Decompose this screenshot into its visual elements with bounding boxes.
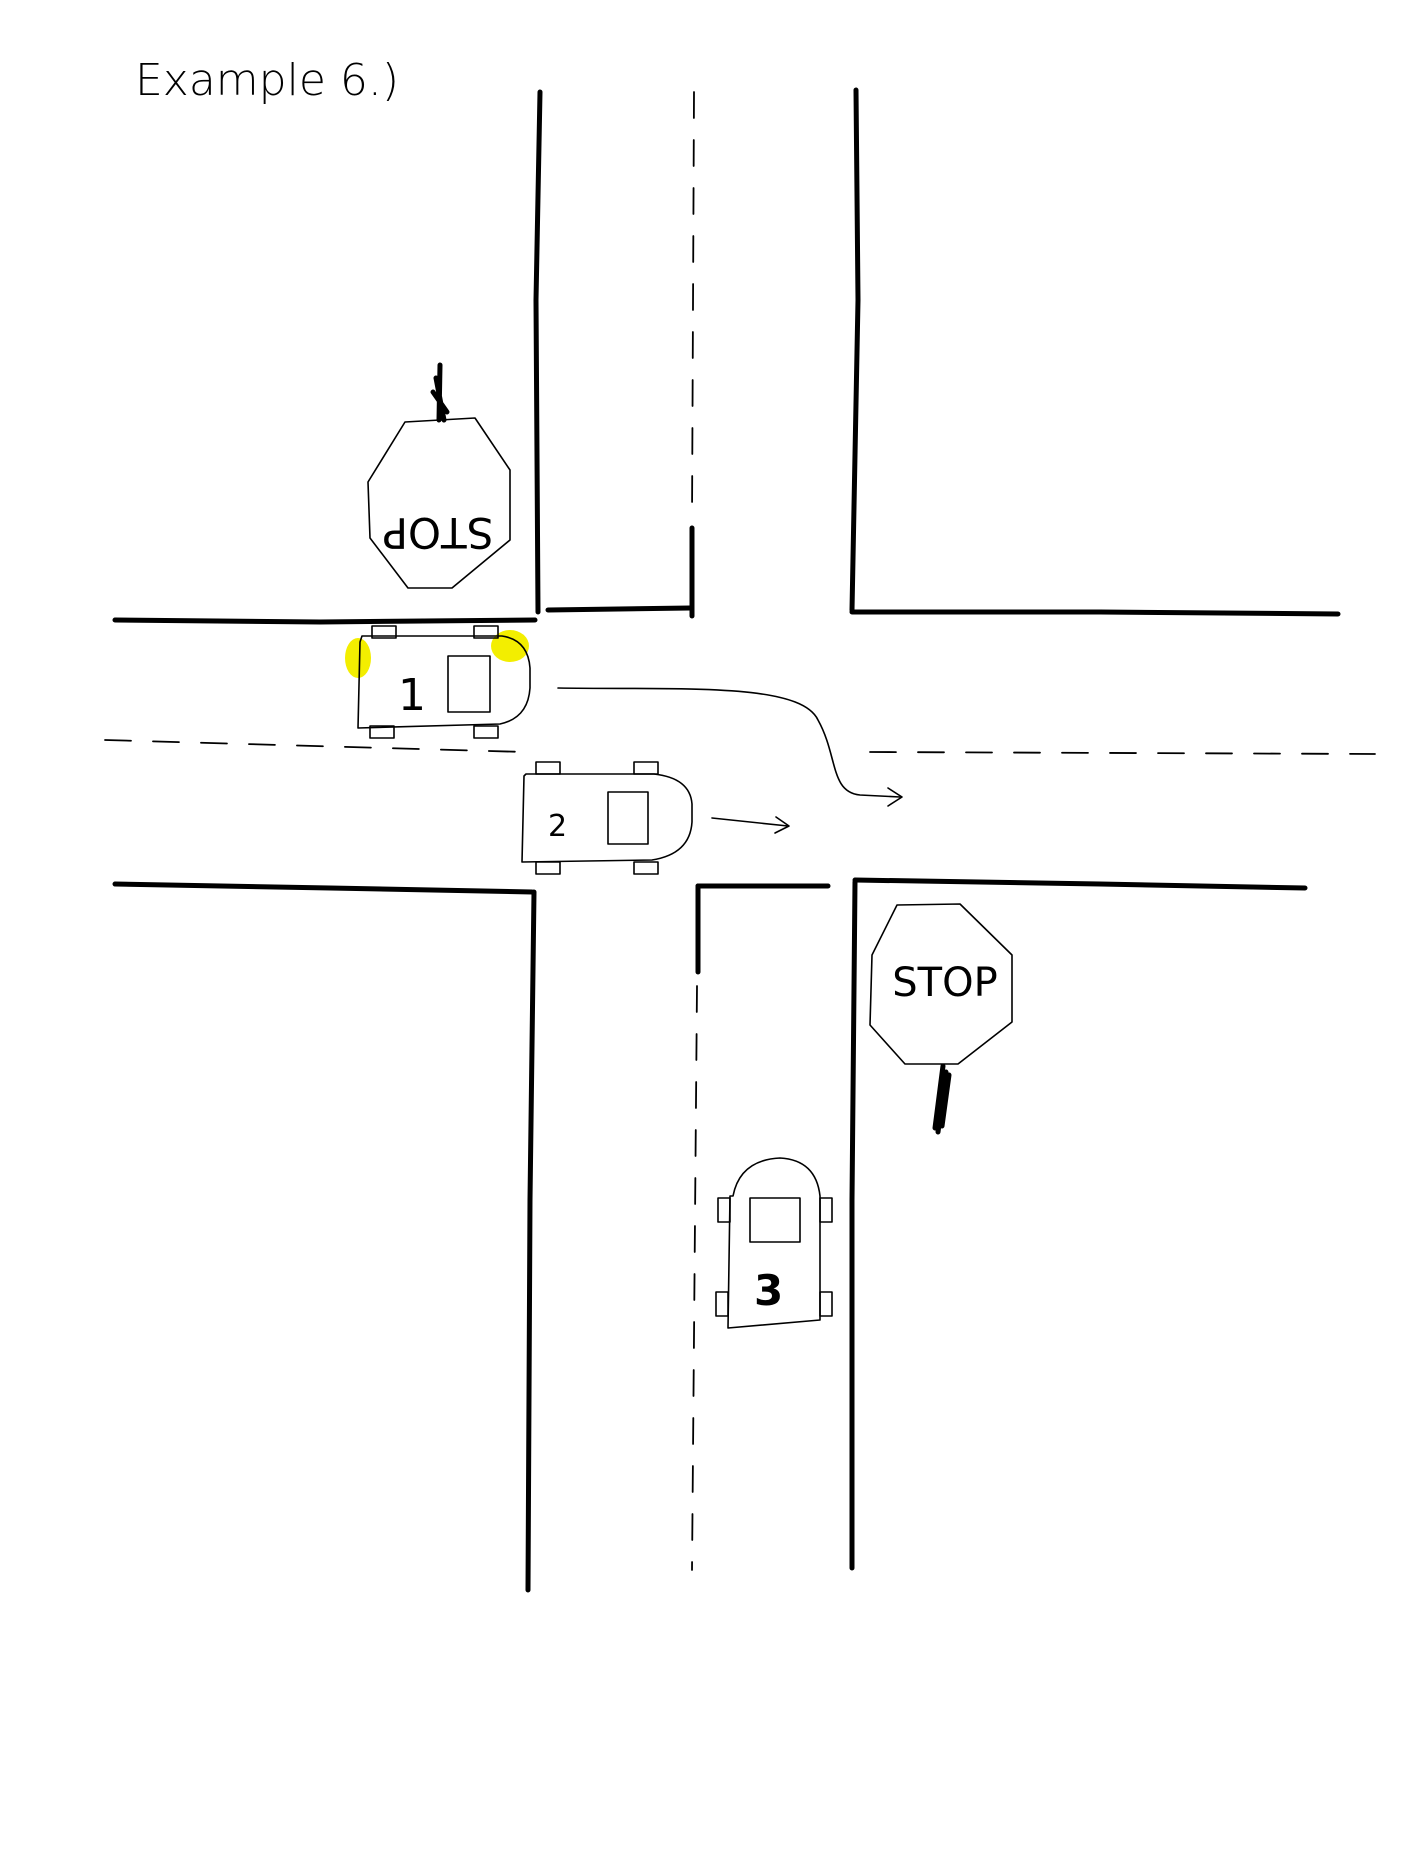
- wheel: [819, 1197, 833, 1223]
- indicator-highlight-rear: [345, 638, 371, 678]
- wheel: [715, 1291, 729, 1317]
- east-road-north-edge: [849, 609, 1341, 617]
- car-number: 3: [754, 1266, 783, 1315]
- car-1: 1: [345, 625, 531, 739]
- east-center-line: [869, 751, 1376, 755]
- car-window: [447, 655, 491, 713]
- west-road-north-edge: [112, 617, 538, 625]
- arrow-head: [774, 816, 790, 834]
- south-center-line: [691, 985, 698, 1571]
- stop-sign-north-west: STOP: [367, 362, 511, 589]
- north-road-west-edge: [533, 89, 543, 615]
- wheel: [633, 761, 659, 775]
- stop-sign-south-east: STOP: [869, 903, 1013, 1135]
- stop-sign-label: STOP: [892, 960, 997, 1006]
- west-road-south-edge: [112, 881, 535, 895]
- wheel: [819, 1291, 833, 1317]
- north-center-line: [691, 91, 695, 521]
- stop-sign-post: [430, 362, 450, 423]
- wheel: [371, 625, 397, 639]
- car-3: 3: [715, 1157, 833, 1329]
- car-number: 2: [548, 809, 567, 844]
- wheel: [535, 761, 561, 775]
- road-edges: [112, 87, 1341, 1593]
- car-body: [357, 635, 531, 729]
- straight-path: [711, 817, 789, 827]
- diagram-title: Example 6.): [135, 55, 399, 106]
- west-center-line: [104, 739, 526, 753]
- north-road-east-edge: [849, 87, 861, 613]
- turn-path: [557, 687, 901, 798]
- wheel: [633, 861, 659, 875]
- south-road-west-edge: [525, 889, 537, 1593]
- car-2-path-arrow: [711, 816, 790, 834]
- south-road-east-edge: [849, 879, 858, 1571]
- wheel: [535, 861, 561, 875]
- car-1-path-arrow: [557, 687, 903, 807]
- car-body: [727, 1157, 821, 1329]
- car-number: 1: [398, 670, 426, 721]
- car-2: 2: [521, 761, 693, 875]
- arrow-head: [887, 787, 903, 807]
- stop-sign-label: STOP: [383, 508, 494, 557]
- stop-sign-octagon: [367, 417, 511, 589]
- center-lines: [104, 91, 1376, 1571]
- wheel: [473, 725, 499, 739]
- wheel: [717, 1197, 731, 1223]
- car-window: [607, 791, 649, 845]
- wheel: [473, 625, 499, 639]
- car-body: [521, 773, 693, 863]
- car-window: [749, 1197, 801, 1243]
- north-stop-line: [545, 605, 693, 613]
- stop-sign-post: [932, 1063, 952, 1135]
- wheel: [369, 725, 395, 739]
- stop-sign-octagon: [869, 903, 1013, 1065]
- indicator-highlight-front: [491, 630, 529, 662]
- east-road-south-edge: [852, 877, 1308, 891]
